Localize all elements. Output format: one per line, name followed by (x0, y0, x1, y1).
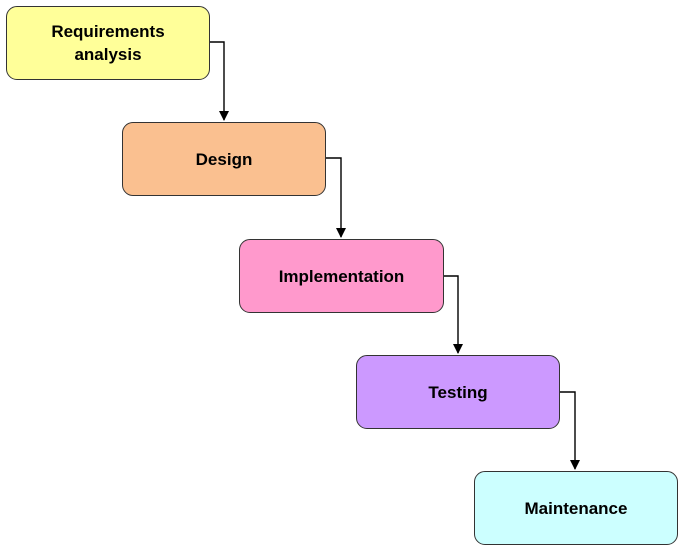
stage-requirements-analysis: Requirements analysis (6, 6, 210, 80)
connector-requirements-to-design (210, 41, 229, 121)
stage-label: Maintenance (524, 498, 628, 518)
stage-implementation: Implementation (239, 239, 444, 313)
stage-label: Implementation (278, 266, 405, 286)
connector-design-to-implementation (326, 157, 346, 238)
stage-label: Requirements analysis (51, 22, 165, 64)
stage-label: Testing (428, 382, 488, 402)
stage-testing: Testing (356, 355, 560, 429)
connector-implementation-to-testing (444, 275, 463, 354)
stage-label: Design (195, 149, 253, 169)
connector-testing-to-maintenance (560, 391, 580, 470)
stage-design: Design (122, 122, 326, 196)
stage-maintenance: Maintenance (474, 471, 678, 545)
